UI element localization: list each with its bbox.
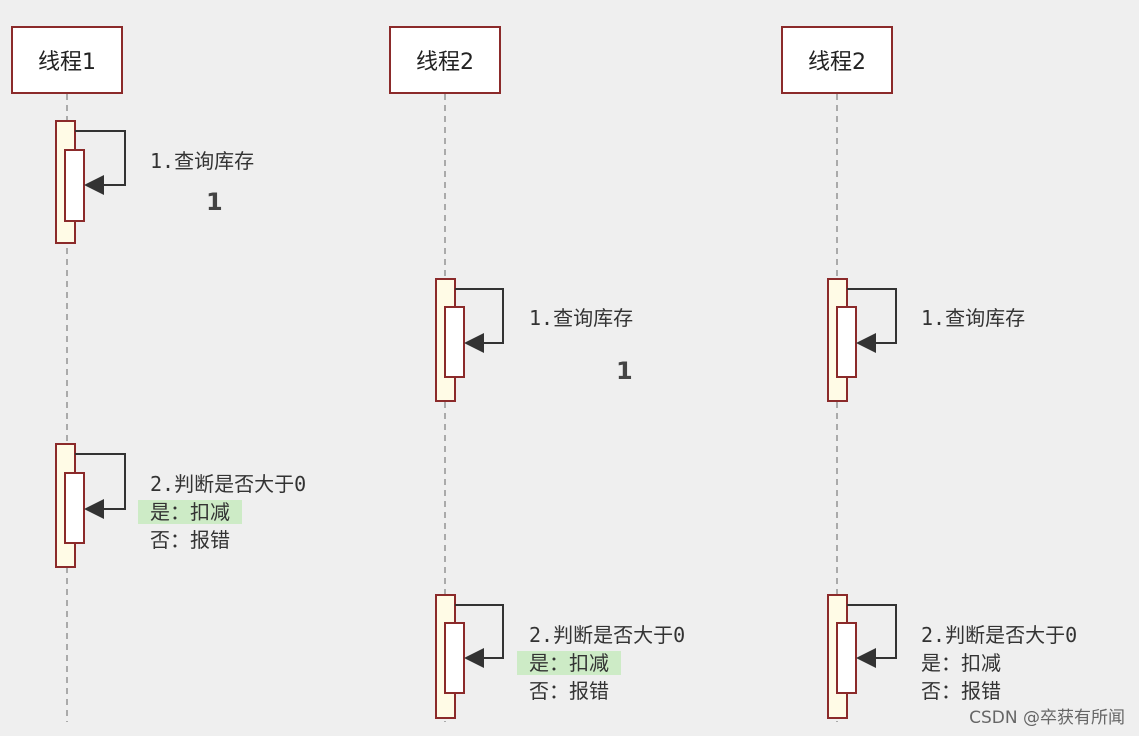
activation-thread2a-query <box>435 278 504 402</box>
thread1-query-label: 1.查询库存 <box>150 149 255 173</box>
thread2a-yes-label: 是：扣减 <box>517 651 621 675</box>
activation-thread2b-judge <box>827 594 897 719</box>
thread1-no-label: 否：报错 <box>150 528 230 552</box>
thread2b-judge-block: 2.判断是否大于0 是：扣减 否：报错 <box>921 621 1077 705</box>
thread1-judge-block: 2.判断是否大于0 是：扣减 否：报错 <box>138 470 307 554</box>
actor-thread2b: 线程2 <box>781 26 893 94</box>
thread2a-query-label: 1.查询库存 <box>529 306 634 330</box>
actor-thread2a: 线程2 <box>389 26 501 94</box>
thread2a-no-label: 否：报错 <box>529 679 609 703</box>
thread1-yes-label: 是：扣减 <box>138 500 242 524</box>
activation-thread1-query <box>55 120 126 244</box>
thread1-stock-value: 1 <box>206 188 223 216</box>
actor-thread1: 线程1 <box>11 26 123 94</box>
thread2a-judge-block: 2.判断是否大于0 是：扣减 否：报错 <box>517 621 686 705</box>
thread2b-judge-label: 2.判断是否大于0 <box>921 623 1078 647</box>
watermark: CSDN @卒获有所闻 <box>969 708 1125 728</box>
activation-thread2a-judge <box>435 594 504 719</box>
thread2b-yes-label: 是：扣减 <box>921 651 1001 675</box>
activation-thread2b-query <box>827 278 897 402</box>
thread2b-no-label: 否：报错 <box>921 679 1001 703</box>
thread2a-stock-value: 1 <box>616 357 633 385</box>
activation-thread1-judge <box>55 443 126 568</box>
thread1-judge-label: 2.判断是否大于0 <box>150 472 307 496</box>
thread2a-judge-label: 2.判断是否大于0 <box>529 623 686 647</box>
thread2b-query-label: 1.查询库存 <box>921 306 1026 330</box>
